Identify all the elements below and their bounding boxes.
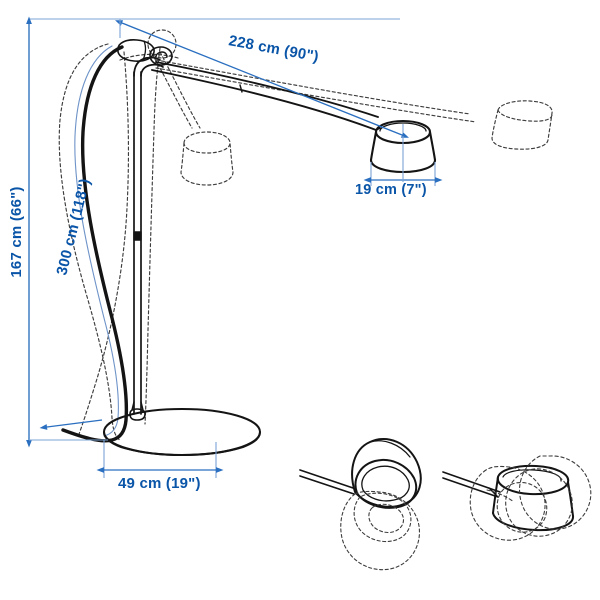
detail2-shade-rim-inner — [502, 469, 562, 482]
detail1-shade-rim-outer — [354, 459, 418, 509]
arm-joint-tick — [239, 84, 243, 93]
shade-body-right — [428, 130, 437, 162]
dim-label-height: 167 cm (66") — [8, 186, 25, 277]
power-cord — [61, 45, 129, 443]
swing-arm-bottom — [151, 69, 377, 131]
shade-body-left — [369, 130, 378, 162]
ghost-cord-outer — [58, 43, 122, 442]
detail2-ghost-arm — [486, 489, 515, 503]
ghost-shade-middle-top — [183, 131, 231, 154]
ghost-stem — [144, 47, 161, 425]
detail-view-shade-rotate — [442, 455, 592, 541]
detail1-arm-bottom — [299, 475, 355, 495]
detail2-ghost-d — [496, 482, 548, 533]
detail2-arm-top — [442, 471, 501, 493]
detail2-shade-bottom — [492, 512, 574, 532]
dim-label-base-diameter: 49 cm (19") — [118, 475, 201, 492]
ghost-arm-right-bot — [155, 67, 477, 123]
ghost-shade-right — [491, 100, 553, 150]
dim-arrow-cord — [39, 419, 103, 430]
base-disc-thickness — [103, 431, 261, 456]
detail1-arm-top — [299, 469, 357, 490]
detail1-ghost-outer — [340, 490, 420, 571]
detail1-ghost — [340, 490, 420, 571]
detail2-arm-bottom — [442, 477, 499, 498]
detail2-shade-left — [492, 476, 499, 514]
dimension-lines-group — [26, 16, 443, 478]
dim-label-cord-length: 300 cm (118") — [53, 177, 93, 277]
dim-line-arm-reach — [115, 20, 409, 138]
cord-capsule-seam — [142, 40, 147, 61]
detail1-shade-rim-inner — [361, 465, 410, 502]
detail-view-shade-tilt — [299, 438, 422, 571]
ghost-shade-middle-body — [180, 142, 234, 186]
cord-capsule — [117, 39, 155, 62]
detail1-ghost-rim-inner — [368, 503, 405, 534]
detail1-shade-edge-line — [369, 440, 411, 458]
detail1-ghost-rim — [353, 492, 412, 543]
base-collar — [129, 408, 146, 421]
cord-highlight — [74, 45, 119, 437]
base-collar-stem — [131, 401, 144, 411]
ghost-arm-right-top — [155, 59, 471, 115]
dimension-labels-group: 228 cm (90") 19 cm (7") 167 cm (66") 300… — [8, 32, 427, 492]
ghost-shade-right-rim — [497, 109, 553, 122]
detail1-shade-body — [351, 438, 422, 508]
dim-label-shade-width: 19 cm (7") — [355, 182, 427, 198]
lamp-solid-group — [61, 39, 437, 456]
pole-clamp — [133, 231, 142, 241]
detail2-ghost — [469, 455, 592, 541]
detail2-ghost-c — [505, 468, 573, 537]
dim-label-arm-reach: 228 cm (90") — [227, 32, 320, 65]
detail2-shade-right — [567, 481, 574, 517]
detail2-ghost-b — [519, 455, 592, 530]
